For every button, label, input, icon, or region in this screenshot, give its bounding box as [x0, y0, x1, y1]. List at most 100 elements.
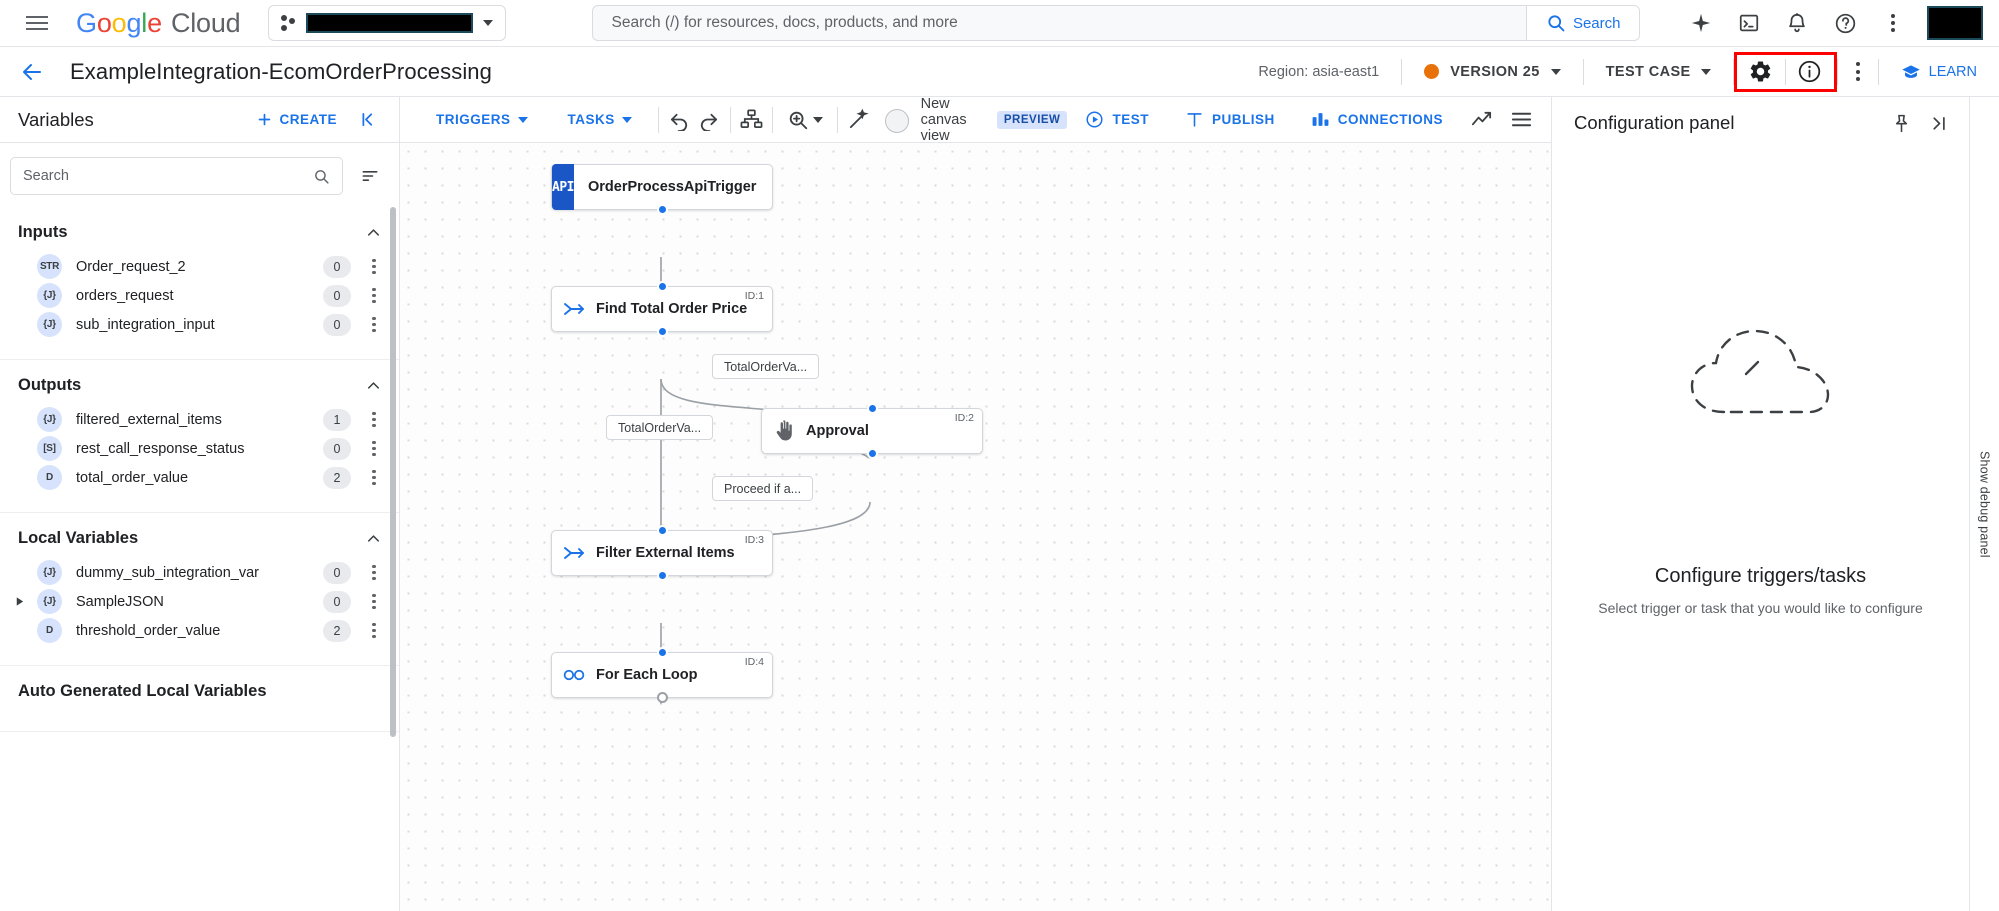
auto-layout-icon[interactable] [736, 100, 766, 140]
variable-group-local: Local Variables {J} dummy_sub_integratio… [0, 513, 399, 666]
variable-more-kebab-icon[interactable] [363, 589, 385, 615]
node-input-port[interactable] [867, 403, 878, 414]
group-header-inputs[interactable]: Inputs [0, 207, 399, 252]
list-item[interactable]: {J} dummy_sub_integration_var 0 [0, 558, 399, 587]
triggers-menu[interactable]: TRIGGERS [416, 112, 548, 127]
variable-count: 0 [323, 561, 351, 584]
cloud-shell-icon[interactable] [1729, 3, 1769, 43]
magic-wand-icon[interactable] [843, 100, 873, 140]
group-header-local-variables[interactable]: Local Variables [0, 513, 399, 558]
canvas-connectors [657, 257, 871, 705]
variables-search-box[interactable] [10, 157, 343, 195]
edge-label[interactable]: Proceed if a... [712, 476, 814, 501]
version-selector[interactable]: VERSION 25 [1402, 64, 1582, 80]
node-find-total-order-price[interactable]: Find Total Order Price ID:1 [551, 281, 773, 337]
node-for-each-loop[interactable]: For Each Loop ID:4 [551, 647, 773, 703]
publish-button[interactable]: PUBLISH [1167, 110, 1293, 129]
variable-more-kebab-icon[interactable] [363, 618, 385, 644]
sort-icon[interactable] [355, 161, 385, 191]
titlebar-more-kebab-icon[interactable] [1838, 52, 1878, 92]
tasks-menu[interactable]: TASKS [548, 112, 652, 127]
twisty-placeholder [10, 287, 28, 305]
list-item[interactable]: {J} sub_integration_input 0 [0, 310, 399, 339]
node-input-port[interactable] [657, 281, 668, 292]
node-approval[interactable]: Approval ID:2 [761, 403, 983, 459]
node-output-port[interactable] [657, 692, 668, 703]
search-button[interactable]: Search [1525, 6, 1640, 40]
search-input[interactable] [593, 6, 1526, 40]
variable-more-kebab-icon[interactable] [363, 465, 385, 491]
expand-panel-icon[interactable] [1921, 105, 1957, 141]
group-header-outputs[interactable]: Outputs [0, 360, 399, 405]
variable-more-kebab-icon[interactable] [363, 560, 385, 586]
project-selector[interactable] [268, 5, 507, 41]
list-item[interactable]: STR Order_request_2 0 [0, 252, 399, 281]
create-variable-button[interactable]: CREATE [256, 111, 337, 128]
collapse-panel-icon[interactable] [353, 104, 385, 136]
list-item[interactable]: {J} orders_request 0 [0, 281, 399, 310]
search-icon [315, 169, 329, 184]
help-question-icon[interactable] [1825, 3, 1865, 43]
type-badge: {J} [37, 407, 62, 432]
test-case-selector[interactable]: TEST CASE [1584, 64, 1733, 80]
variable-more-kebab-icon[interactable] [363, 254, 385, 280]
mapping-task-icon [552, 531, 596, 575]
analytics-icon[interactable] [1461, 100, 1501, 140]
global-search[interactable]: Search [592, 5, 1641, 41]
node-filter-external-items[interactable]: Filter External Items ID:3 [551, 525, 773, 581]
chevron-up-icon[interactable] [364, 223, 383, 242]
list-item[interactable]: {J} SampleJSON 0 [0, 587, 399, 616]
variables-search-input[interactable] [23, 168, 313, 184]
test-button[interactable]: TEST [1067, 110, 1167, 129]
variables-scroll-area[interactable]: Inputs STR Order_request_2 0 {J} orders_… [0, 207, 399, 911]
edge-label[interactable]: TotalOrderVa... [606, 415, 714, 440]
variable-more-kebab-icon[interactable] [363, 312, 385, 338]
topbar-more-kebab-icon[interactable] [1873, 3, 1913, 43]
variable-more-kebab-icon[interactable] [363, 407, 385, 433]
chevron-up-icon[interactable] [364, 529, 383, 548]
node-output-port[interactable] [867, 448, 878, 459]
create-label: CREATE [279, 112, 337, 127]
scrollbar-thumb[interactable] [390, 207, 396, 737]
node-output-port[interactable] [657, 326, 668, 337]
type-badge: [S] [37, 436, 62, 461]
list-item[interactable]: [S] rest_call_response_status 0 [0, 434, 399, 463]
settings-gear-button[interactable] [1737, 52, 1785, 92]
node-input-port[interactable] [657, 647, 668, 658]
edge-label[interactable]: TotalOrderVa... [712, 354, 820, 379]
notifications-bell-icon[interactable] [1777, 3, 1817, 43]
google-cloud-logo[interactable]: Google Cloud [76, 8, 241, 39]
navigation-menu-icon[interactable] [20, 6, 54, 40]
new-canvas-view-toggle[interactable] [884, 108, 909, 133]
pin-icon[interactable] [1883, 105, 1919, 141]
account-avatar[interactable] [1927, 6, 1983, 40]
list-item[interactable]: D total_order_value 2 [0, 463, 399, 492]
redo-icon[interactable] [694, 100, 724, 140]
chevron-down-icon [483, 20, 494, 26]
connections-button[interactable]: CONNECTIONS [1293, 110, 1461, 129]
node-input-port[interactable] [657, 525, 668, 536]
list-item[interactable]: {J} filtered_external_items 1 [0, 405, 399, 434]
variable-more-kebab-icon[interactable] [363, 283, 385, 309]
variable-name: filtered_external_items [76, 411, 222, 428]
undo-icon[interactable] [665, 100, 695, 140]
chevron-up-icon[interactable] [364, 376, 383, 395]
show-debug-panel-rail[interactable]: Show debug panel [1969, 97, 1999, 911]
node-label: OrderProcessApiTrigger [587, 179, 757, 195]
variable-more-kebab-icon[interactable] [363, 436, 385, 462]
variables-scrollbar[interactable] [390, 207, 397, 911]
zoom-control[interactable] [779, 109, 831, 131]
learn-button[interactable]: LEARN [1879, 62, 1999, 82]
info-circle-button[interactable] [1786, 52, 1834, 92]
integration-canvas[interactable]: API OrderProcessApiTrigger Find Total Or… [400, 143, 1551, 911]
node-output-port[interactable] [657, 204, 668, 215]
logs-list-icon[interactable] [1501, 100, 1541, 140]
list-item[interactable]: D threshold_order_value 2 [0, 616, 399, 645]
node-order-process-api-trigger[interactable]: API OrderProcessApiTrigger [551, 164, 773, 215]
node-output-port[interactable] [657, 570, 668, 581]
gemini-sparkle-icon[interactable] [1681, 3, 1721, 43]
group-header-auto-generated[interactable]: Auto Generated Local Variables [0, 666, 399, 711]
expand-triangle-icon[interactable] [10, 593, 28, 611]
variables-search-row [0, 143, 399, 207]
back-arrow-icon[interactable] [14, 54, 50, 90]
